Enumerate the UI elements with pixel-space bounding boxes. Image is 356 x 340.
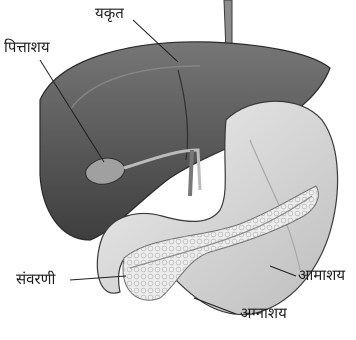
portal-vessel [190, 150, 192, 196]
label-sphincter: संवरणी [16, 272, 55, 287]
label-liver: यकृत [95, 6, 124, 21]
label-pancreas: अग्नाशय [240, 306, 287, 321]
label-stomach: आमाशय [298, 268, 345, 283]
label-gallbladder: पित्ताशय [4, 40, 50, 55]
